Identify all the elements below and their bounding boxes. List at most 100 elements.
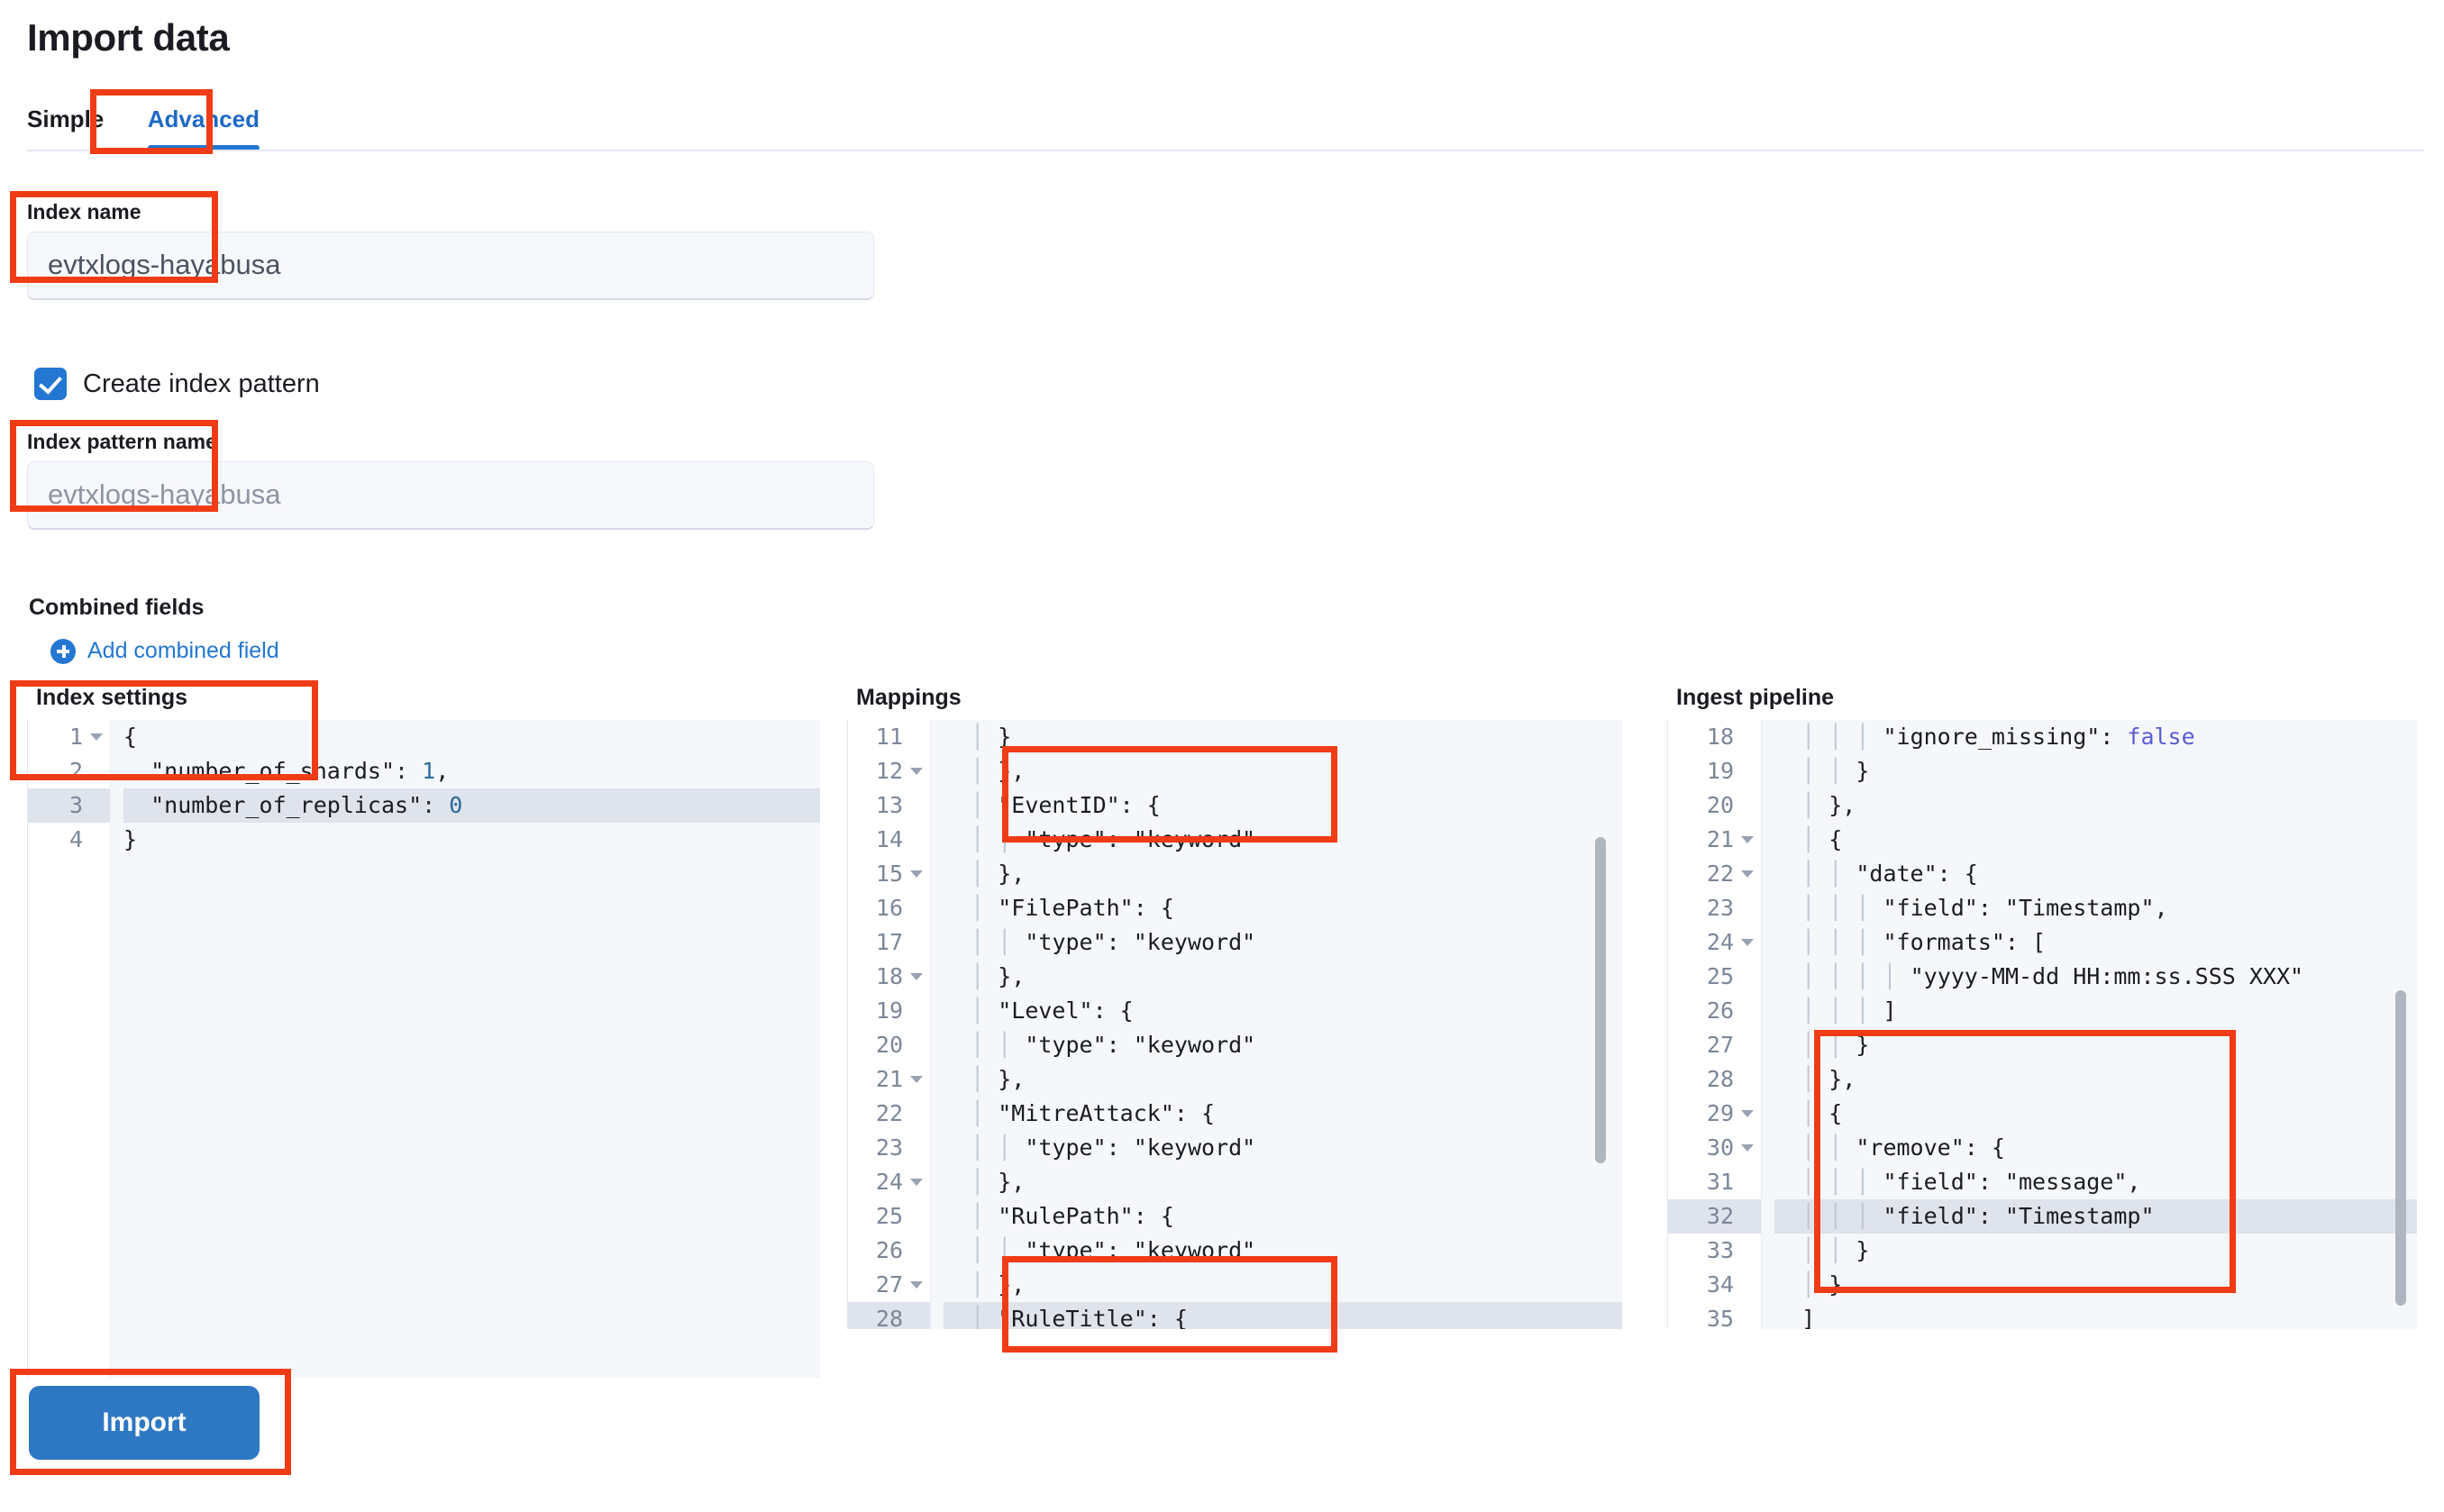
fold-arrow-icon (910, 1281, 923, 1289)
index-settings-editor[interactable]: 1 2 3 4 { "number_of_shards": 1, "number_of… (27, 720, 820, 1378)
code-line: { (123, 724, 138, 750)
line-number: 23 (875, 1134, 903, 1161)
line-number: 12 (848, 754, 930, 788)
line-number: 30 (1668, 1131, 1761, 1165)
ingest-pipeline-code[interactable]: │ │ │ "ignore_missing": false │ │ } │ },… (1762, 720, 2417, 1329)
line-number: 3 (28, 788, 110, 823)
code-line: │ }, (1801, 792, 1856, 818)
line-number: 23 (1706, 895, 1734, 921)
code-line: │ "EventID": { (971, 792, 1161, 818)
code-line: } (123, 826, 138, 852)
line-number: 28 (848, 1302, 930, 1329)
ingest-pipeline-gutter: 18192021222324252627282930313233343536 (1668, 720, 1762, 1329)
line-number: 4 (68, 826, 83, 852)
code-line: │ │ │ "field": "Timestamp", (1801, 895, 2168, 921)
code-line: │ "MitreAttack": { (971, 1100, 1216, 1126)
tab-divider (27, 150, 2424, 151)
index-pattern-name-field-group: Index pattern name evtxlogs-hayabusa (27, 430, 874, 530)
ingest-pipeline-editor[interactable]: 18192021222324252627282930313233343536 │… (1667, 720, 2417, 1329)
code-line: │ │ "remove": { (1801, 1134, 2005, 1161)
fold-arrow-icon (90, 733, 103, 741)
index-settings-column: Index settings 1 2 3 4 { "number_of_shards"… (27, 685, 820, 1378)
fold-arrow-icon (1741, 1144, 1754, 1152)
line-number: 29 (1668, 1097, 1761, 1131)
fold-arrow-icon (1741, 836, 1754, 843)
line-number: 20 (875, 1032, 903, 1058)
code-line: │ │ │ "field": "Timestamp" (1774, 1199, 2417, 1234)
mappings-heading: Mappings (856, 685, 962, 710)
ingest-pipeline-scrollbar[interactable] (2395, 990, 2406, 1306)
fold-arrow-icon (910, 870, 923, 878)
fold-arrow-icon (1741, 1110, 1754, 1117)
code-line: │ }, (971, 1271, 1026, 1298)
index-pattern-name-label: Index pattern name (27, 430, 217, 453)
fold-arrow-icon (1741, 939, 1754, 946)
line-number: 33 (1706, 1237, 1734, 1263)
code-line: │ │ } (1801, 1032, 1870, 1058)
create-index-pattern-checkbox[interactable] (34, 368, 67, 400)
line-number: 31 (1706, 1169, 1734, 1195)
tab-simple[interactable]: Simple (27, 105, 105, 132)
line-number: 24 (848, 1165, 930, 1199)
create-index-pattern-row[interactable]: Create index pattern (34, 368, 320, 400)
line-number: 35 (1706, 1306, 1734, 1329)
import-button[interactable]: Import (29, 1386, 260, 1460)
code-line: │ │ "type": "keyword" (971, 1237, 1256, 1263)
code-line: │ }, (971, 861, 1026, 887)
code-line: │ │ │ "field": "message", (1801, 1169, 2141, 1195)
add-combined-field-link[interactable]: Add combined field (50, 638, 279, 664)
code-line: "number_of_replicas": 0 (123, 788, 820, 823)
fold-arrow-icon (910, 1179, 923, 1186)
index-name-input[interactable]: evtxlogs-hayabusa (27, 232, 874, 300)
tab-advanced[interactable]: Advanced (128, 95, 279, 150)
index-settings-heading: Index settings (36, 685, 188, 710)
code-line: │ │ } (1801, 1237, 1870, 1263)
code-line: │ }, (971, 1066, 1026, 1092)
code-line: │ } (971, 724, 1012, 750)
fold-arrow-icon (910, 768, 923, 775)
code-line: │ "FilePath": { (971, 895, 1174, 921)
line-number: 22 (875, 1100, 903, 1126)
line-number: 15 (848, 857, 930, 891)
code-line: │ "RulePath": { (971, 1203, 1174, 1229)
line-number: 18 (1706, 724, 1734, 750)
code-line: ] (1774, 1306, 1816, 1329)
index-settings-gutter: 1 2 3 4 (28, 720, 111, 1378)
line-number: 17 (875, 929, 903, 955)
code-line: │ │ "type": "keyword" (971, 929, 1256, 955)
line-number: 11 (875, 724, 903, 750)
line-number: 26 (875, 1237, 903, 1263)
code-line: │ │ │ "formats": [ (1801, 929, 2047, 955)
line-number: 16 (875, 895, 903, 921)
line-number: 18 (848, 960, 930, 994)
code-line: │ }, (971, 963, 1026, 989)
code-line: │ │ } (1801, 758, 1870, 784)
line-number: 22 (1668, 857, 1761, 891)
line-number: 27 (1706, 1032, 1734, 1058)
fold-arrow-icon (910, 973, 923, 980)
code-line: │ │ "type": "keyword" (971, 1134, 1256, 1161)
line-number: 2 (68, 758, 83, 784)
code-line: │ }, (971, 758, 1026, 784)
mappings-editor[interactable]: 1112131415161718192021222324252627282930… (847, 720, 1622, 1329)
line-number: 13 (875, 792, 903, 818)
code-line: │ "Level": { (971, 997, 1134, 1024)
line-number: 14 (875, 826, 903, 852)
mappings-scrollbar[interactable] (1595, 837, 1606, 1163)
line-number: 25 (1706, 963, 1734, 989)
code-line: │ │ │ │ "yyyy-MM-dd HH:mm:ss.SSS XXX" (1801, 963, 2304, 989)
code-line: │ │ "type": "keyword" (971, 826, 1256, 852)
line-number: 19 (1706, 758, 1734, 784)
index-settings-code[interactable]: { "number_of_shards": 1, "number_of_repl… (111, 720, 820, 1378)
code-line: │ │ │ ] (1801, 997, 1897, 1024)
mappings-code[interactable]: │ } │ }, │ "EventID": { │ │ "type": "key… (931, 720, 1622, 1329)
tab-bar: Simple Advanced (27, 95, 2417, 150)
add-combined-field-label: Add combined field (87, 638, 279, 663)
code-line: │ "RuleTitle": { (944, 1302, 1622, 1329)
line-number: 1 (28, 720, 110, 754)
plus-icon (50, 638, 76, 664)
index-pattern-name-input[interactable]: evtxlogs-hayabusa (27, 461, 874, 530)
line-number: 28 (1706, 1066, 1734, 1092)
